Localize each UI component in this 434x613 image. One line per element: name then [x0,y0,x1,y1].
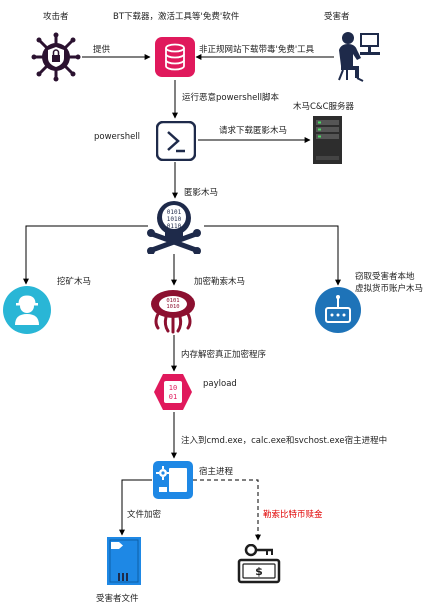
powershell-label: powershell [94,132,141,142]
download-tools-label: 非正规网站下载带毒'免费'工具 [199,45,315,55]
svg-text:0101: 0101 [167,209,182,216]
virus-badge-icon [31,32,81,82]
svg-text:1010: 1010 [166,304,179,310]
powershell-prompt-icon [156,121,196,161]
svg-text:1010: 1010 [167,216,182,223]
miner-helmet-icon [3,286,51,334]
mining-trojan-label: 挖矿木马 [57,277,92,287]
payload-label: payload [203,379,237,389]
file-encrypt-label: 文件加密 [127,510,162,520]
ransom-trojan-label: 加密勒索木马 [194,277,246,287]
document-file-icon [107,537,141,585]
host-process-label: 宿主进程 [199,467,234,477]
server-tower-icon [313,116,342,164]
arrow-host-to-file [119,479,152,536]
svg-text:0110: 0110 [167,223,182,230]
binary-hexagon-icon: 10 01 [154,374,192,410]
user-at-computer-icon [338,32,380,82]
shadow-trojan-label: 匿影木马 [184,188,219,198]
money-key-icon: $ [237,544,281,584]
steal-wallet-label-1: 窃取受害者本地 [355,272,415,282]
victim-files-label: 受害者文件 [96,594,139,604]
inject-label: 注入到cmd.exe，calc.exe和svchost.exe宿主进程中 [181,436,388,446]
steal-wallet-label-2: 虚拟货币账户木马 [355,284,424,294]
svg-text:$: $ [255,565,263,578]
ransom-brain-icon: 0101 1010 [151,290,195,334]
victim-label: 受害者 [324,12,350,22]
memory-decrypt-label: 内存解密真正加密程序 [181,350,267,360]
request-trojan-label: 请求下载匿影木马 [219,126,288,136]
run-script-label: 运行恶意powershell脚本 [182,93,280,103]
arrow-trojan-to-mining [23,225,148,285]
arrow-trojan-to-wallet [204,225,341,286]
ransom-bitcoin-label: 勒索比特币赎金 [263,510,323,520]
wallet-router-icon [315,287,361,333]
provide-label: 提供 [93,45,111,55]
svg-text:0101: 0101 [166,298,179,304]
svg-text:10: 10 [169,384,177,392]
bt-tools-label: BT下载器，激活工具等'免费'软件 [113,12,240,22]
skull-crossbones-icon: 0101 1010 0110 [147,201,201,254]
cc-server-label: 木马C&C服务器 [293,102,354,112]
database-icon [155,37,195,77]
host-window-icon [153,461,193,499]
svg-text:01: 01 [169,393,177,401]
arrow-host-to-bitcoin [193,479,261,541]
attacker-label: 攻击者 [43,12,69,22]
